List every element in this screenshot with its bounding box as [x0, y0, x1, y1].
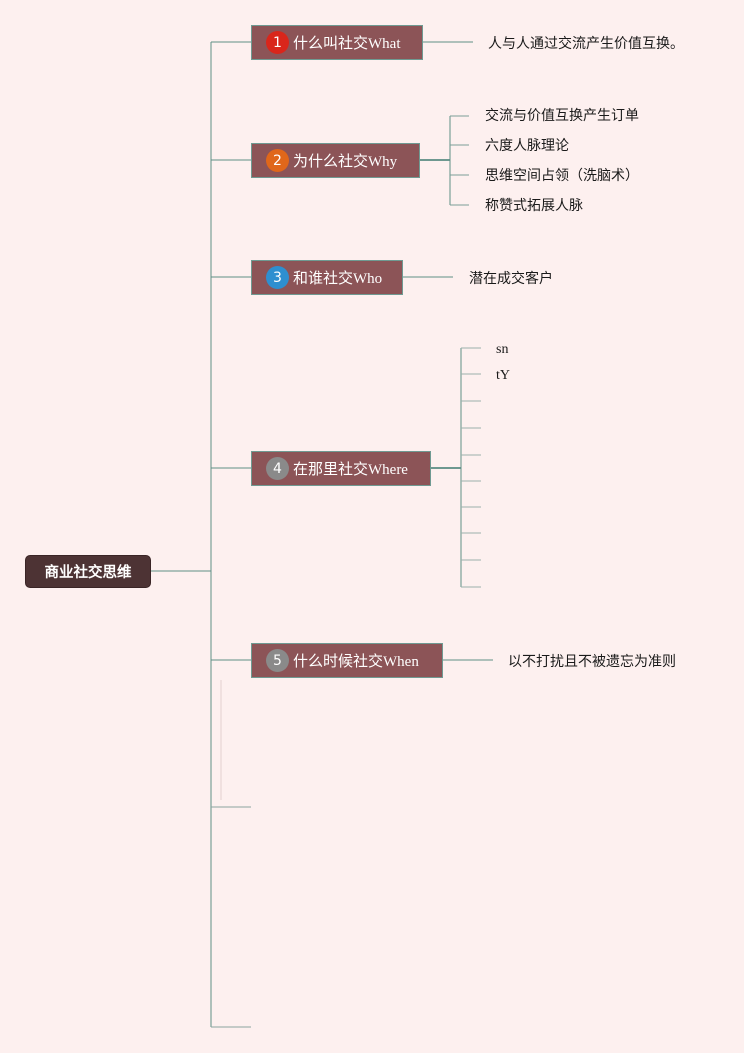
number-badge-icon: 3	[266, 266, 289, 289]
branch-why[interactable]: 2 为什么社交Why	[251, 143, 420, 178]
leaf-where-1[interactable]: sn	[496, 342, 509, 357]
branch-where[interactable]: 4 在那里社交Where	[251, 451, 431, 486]
branch-label: 和谁社交Who	[293, 271, 383, 287]
leaf-when-1[interactable]: 以不打扰且不被遗忘为准则	[508, 654, 676, 670]
leaf-why-4[interactable]: 称赞式拓展人脉	[485, 198, 583, 214]
branch-label: 在那里社交Where	[293, 462, 408, 478]
leaf-why-1[interactable]: 交流与价值互换产生订单	[485, 108, 639, 124]
number-badge-icon: 2	[266, 149, 289, 172]
leaf-why-2[interactable]: 六度人脉理论	[485, 138, 569, 154]
number-badge-icon: 4	[266, 457, 289, 480]
branch-label: 什么时候社交When	[293, 654, 419, 670]
number-badge-icon: 1	[266, 31, 289, 54]
leaf-where-2[interactable]: tY	[496, 368, 510, 383]
leaf-why-3[interactable]: 思维空间占领（洗脑术）	[485, 168, 639, 184]
leaf-who-1[interactable]: 潜在成交客户	[469, 271, 553, 287]
branch-label: 为什么社交Why	[293, 154, 398, 170]
branch-label: 什么叫社交What	[293, 36, 401, 52]
number-badge-icon: 5	[266, 649, 289, 672]
branch-what[interactable]: 1 什么叫社交What	[251, 25, 423, 60]
root-topic-label: 商业社交思维	[44, 565, 132, 581]
root-topic[interactable]: 商业社交思维	[25, 555, 151, 588]
branch-when[interactable]: 5 什么时候社交When	[251, 643, 443, 678]
leaf-what-1[interactable]: 人与人通过交流产生价值互换。	[488, 36, 684, 52]
branch-who[interactable]: 3 和谁社交Who	[251, 260, 403, 295]
